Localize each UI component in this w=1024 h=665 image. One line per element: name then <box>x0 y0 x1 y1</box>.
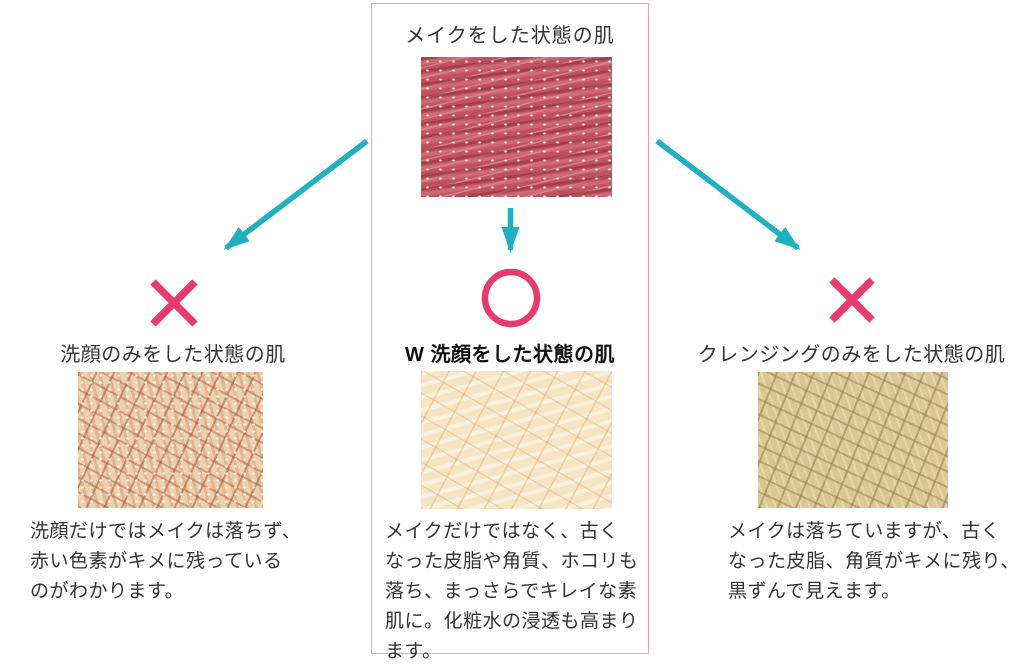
arrow-to-wash-only <box>223 138 369 251</box>
circle-mark-double-wash <box>481 268 541 328</box>
description-double-wash: メイクだけではなく、古く なった皮脂や角質、ホコリも 落ち、まっさらでキレイな素… <box>385 521 639 662</box>
column-title-double-wash: W 洗顔をした状態の肌 <box>405 344 615 366</box>
description-cleansing-only: メイクは落ちていますが、古く なった皮脂、角質がキメに残り、 黒ずんで見えます。 <box>728 521 1020 602</box>
makeup-skin-image <box>421 57 612 197</box>
cross-mark-wash-only <box>150 279 198 327</box>
cross-mark-cleansing-only <box>829 277 875 323</box>
column-title-wash-only: 洗顔のみをした状態の肌 <box>60 344 286 366</box>
top-title: メイクをした状態の肌 <box>405 25 615 47</box>
double-wash-skin-image <box>421 371 612 509</box>
column-title-cleansing-only: クレンジングのみをした状態の肌 <box>697 344 1006 366</box>
arrow-to-cleansing-only <box>655 138 801 251</box>
highlight-box <box>371 3 649 654</box>
cleansing-only-skin-image <box>758 372 948 508</box>
wash-only-skin-image <box>78 372 263 508</box>
description-wash-only: 洗顔だけではメイクは落ちず、 赤い色素がキメに残っている のがわかります。 <box>30 521 302 602</box>
